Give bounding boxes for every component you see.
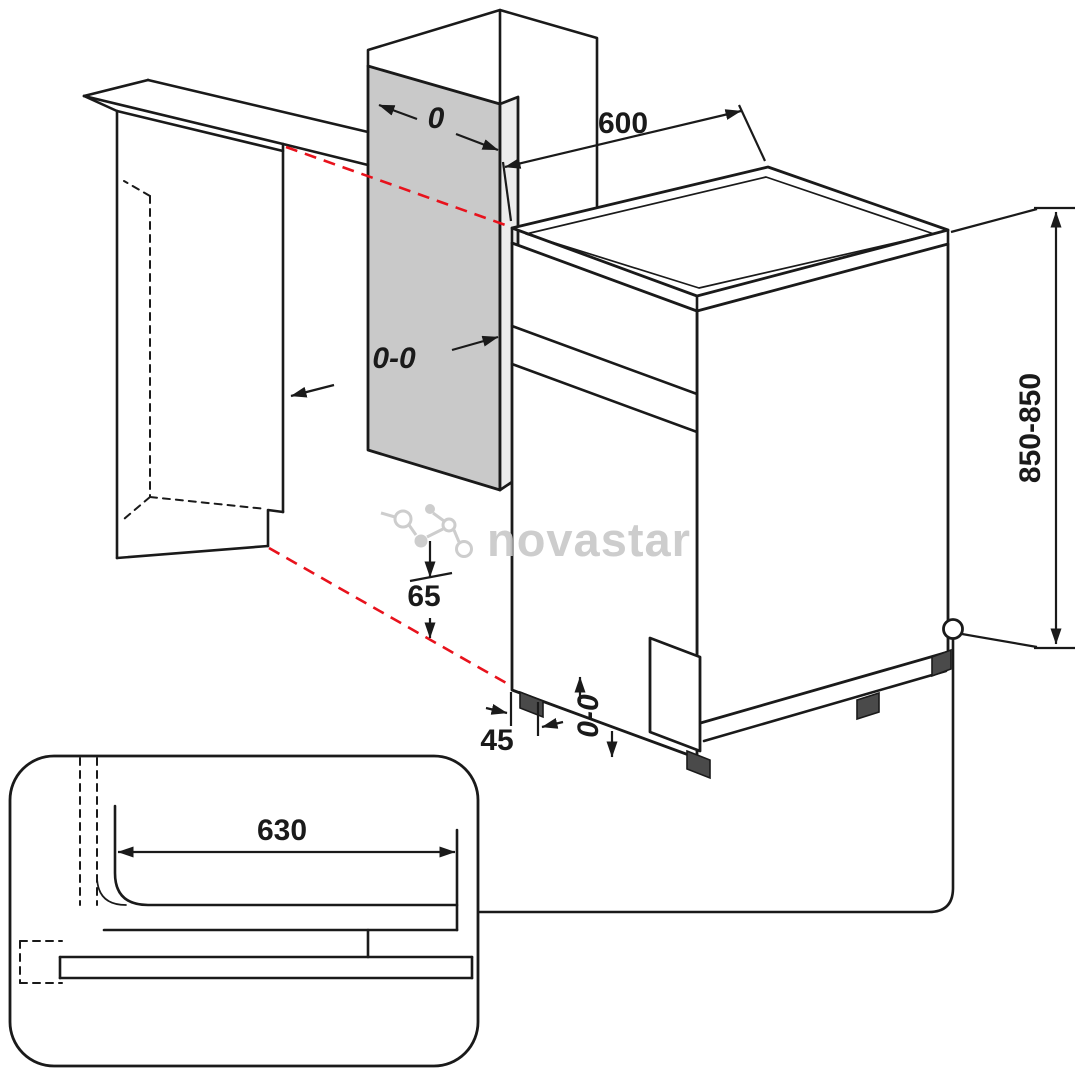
watermark-logo-node (425, 504, 435, 514)
base-recess-tick (409, 571, 453, 583)
top-gap-label: 0 (428, 102, 445, 135)
dimension-base-recess: 65 (407, 541, 453, 639)
inset-inner-arc (96, 875, 127, 906)
watermark-logo-line (380, 511, 396, 519)
foot-offset-arrow-right (541, 718, 564, 729)
door-open-depth-label: 630 (257, 814, 307, 847)
watermark-logo-node (455, 540, 473, 558)
left-cabinet (82, 78, 370, 560)
width-extension-right (738, 104, 766, 162)
cabinet-hidden-floor (149, 496, 267, 510)
cabinet-bottom-edge (115, 544, 270, 560)
watermark-logo-line (452, 529, 461, 543)
control-band-bottom (510, 362, 699, 434)
cabinet-band-left (82, 94, 119, 113)
dishwasher (510, 165, 952, 780)
dishwasher-foot-front-corner (686, 749, 711, 780)
side-gap-label: 0-0 (372, 342, 416, 375)
detail-callout (478, 618, 964, 914)
cabinet-hidden-corner (123, 496, 151, 520)
cabinet-band-bottom (115, 109, 285, 153)
cabinet-plinth-step (266, 508, 285, 548)
base-recess-label: 65 (407, 580, 440, 613)
inset-frame (8, 754, 480, 1068)
dimension-width: 600 (501, 104, 766, 222)
height-extension-top (950, 207, 1038, 234)
watermark-logo-node (441, 517, 457, 533)
side-gap-arrow-left (290, 383, 335, 398)
side-gap-arrow-right (451, 335, 499, 352)
watermark-logo-line (407, 524, 418, 536)
inset-corner-profile (113, 804, 459, 907)
dimension-side-gap: 0-0 (290, 335, 499, 398)
watermark: novastar (380, 504, 691, 566)
dishwasher-foot-right-mid (856, 691, 880, 721)
dimension-foot-adjust: 0-0 (572, 676, 618, 758)
dimension-door-open-depth: 630 (117, 814, 456, 858)
dimension-foot-offset: 45 (480, 692, 564, 757)
watermark-logo-line (432, 511, 445, 523)
plinth-detail-inset: 630 (8, 754, 480, 1068)
right-plinth-line (702, 669, 948, 743)
dimension-top-gap: 0 (378, 102, 499, 152)
alignment-lines (268, 145, 516, 690)
dimension-height: 850-850 (950, 206, 1075, 650)
height-extension-bottom (961, 632, 1038, 649)
callout-circle (942, 618, 964, 640)
bottom-alignment-line (268, 546, 516, 690)
callout-connector-line (478, 637, 955, 914)
watermark-logo-node (393, 509, 413, 529)
top-gap-arrow-left (378, 103, 418, 121)
cabinet-top-left-edge (82, 78, 150, 98)
dishwasher-top-rim (525, 176, 935, 289)
width-extension-left (501, 161, 513, 222)
foot-adjust-label: 0-0 (572, 694, 605, 738)
dishwasher-right-face (695, 242, 950, 726)
watermark-logo-line (426, 527, 444, 539)
control-band-top (510, 324, 699, 396)
foot-offset-label: 45 (480, 724, 513, 757)
dishwasher-foot-right-back (931, 648, 952, 678)
foot-offset-arrow-left (485, 704, 508, 715)
watermark-logo-node (414, 534, 428, 548)
top-gap-arrow-right (455, 132, 499, 152)
cabinet-top-back-edge (146, 78, 370, 134)
cabinet-top-front-edge (82, 94, 285, 146)
width-label: 600 (598, 107, 648, 140)
cabinet-hidden-top (123, 180, 151, 197)
watermark-text: novastar (487, 513, 691, 566)
height-label: 850-850 (1014, 373, 1047, 483)
cabinet-top-right-edge (281, 142, 370, 167)
width-dimension-line (504, 109, 742, 169)
door-bottom-panel (648, 636, 702, 753)
